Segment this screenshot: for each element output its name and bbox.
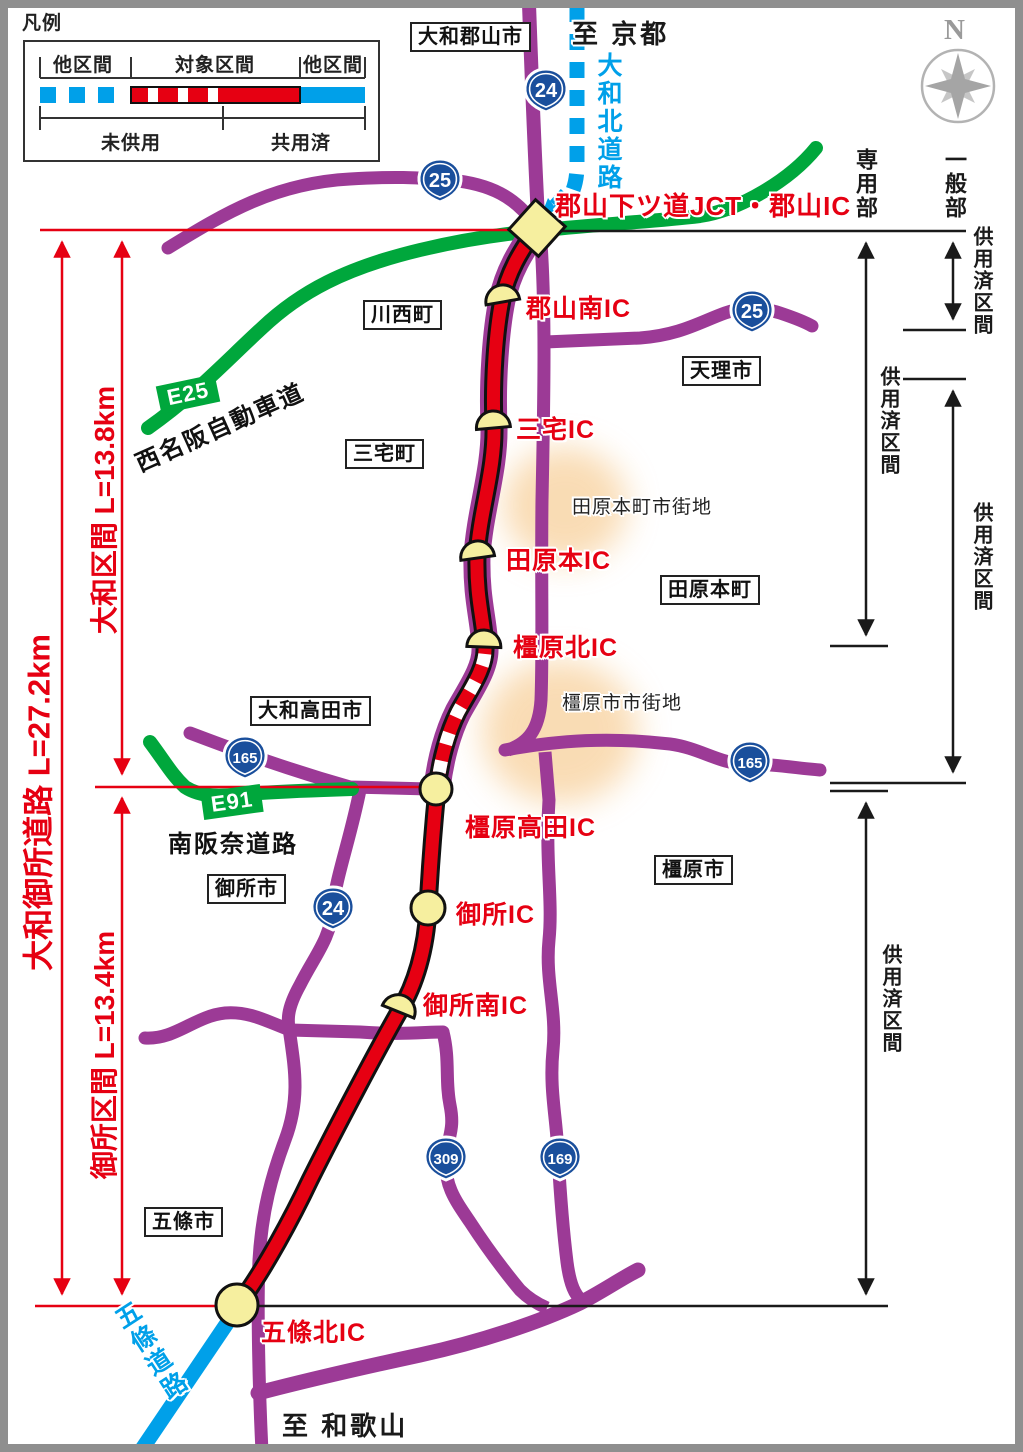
- ic-marker-tawaramoto: [459, 539, 497, 563]
- ic-label-koriyama-jct: 郡山下ツ道JCT・郡山IC: [555, 191, 852, 221]
- ic-label-kashihara-kita: 橿原北IC: [513, 634, 619, 662]
- legend-section-target: 対象区間: [175, 55, 256, 76]
- route-shields: 24 25 25 165 165 24 309 169: [222, 67, 775, 1182]
- legend-status-unopened: 未供用: [101, 133, 162, 154]
- legend-status-opened: 共用済: [271, 133, 332, 154]
- shield-169-number: 169: [547, 1151, 572, 1168]
- measure-gose: 御所区間 L=13.4km: [89, 930, 120, 1180]
- road-nishimeihan-expressway: [141, 141, 823, 435]
- shield-169: 169: [537, 1135, 583, 1182]
- road-route309: [436, 1030, 550, 1314]
- ic-label-miyake: 三宅IC: [516, 416, 596, 444]
- measure-yamato: 大和区間 L=13.8km: [89, 385, 120, 635]
- shield-165-west: 165: [222, 734, 268, 781]
- road-southeast-diagonal: [250, 1262, 646, 1401]
- shield-309: 309: [423, 1135, 469, 1182]
- shield-24-north: 24: [523, 67, 569, 114]
- urban-label-tawaramoto: 田原本町市街地: [572, 497, 713, 518]
- ic-label-tawaramoto: 田原本IC: [506, 547, 612, 575]
- city-tawaramoto: 田原本町: [660, 575, 760, 605]
- shield-309-number: 309: [433, 1151, 458, 1168]
- urban-blob-tawaramoto: [503, 447, 627, 563]
- legend-section-other-right: 他区間: [303, 55, 364, 76]
- shield-24-south-number: 24: [322, 898, 345, 920]
- road-name-yamato-kita: 大和北道路: [594, 52, 622, 192]
- jct-pointer-arrow-line: [549, 188, 566, 206]
- target-road-open-south: [235, 788, 444, 1305]
- ic-label-gojo-kita: 五條北IC: [261, 1319, 367, 1347]
- red-measurement-lines: [35, 228, 518, 1308]
- city-gose: 御所市: [207, 874, 286, 904]
- legend-graphic: [39, 57, 366, 130]
- frame-bottom: [0, 1444, 1023, 1452]
- legend-bar-opened-other: [301, 87, 365, 103]
- ic-label-kashihara-takada: 橿原高田IC: [465, 814, 597, 842]
- destination-kyoto: 至 京都: [572, 19, 670, 49]
- ic-marker-koriyama-minami: [484, 283, 522, 307]
- kyoyo-senyobu-north: 供用済区間: [877, 366, 899, 476]
- city-kashihara: 橿原市: [654, 855, 733, 885]
- shield-25-east: 25: [729, 288, 775, 335]
- road-route24-parallel: [505, 229, 551, 757]
- ic-label-gose-minami: 御所南IC: [423, 992, 529, 1020]
- legend-section-other-left: 他区間: [53, 55, 114, 76]
- ic-marker-miyake: [474, 409, 512, 432]
- ic-marker-gose-minami: [380, 993, 417, 1020]
- urban-label-kashihara: 橿原市市街地: [562, 693, 683, 714]
- city-kawanishi: 川西町: [363, 300, 442, 330]
- ic-marker-kashihara-takada: [418, 771, 454, 807]
- ic-label-gose: 御所IC: [456, 901, 536, 929]
- ic-marker-gojo-kita: [214, 1282, 260, 1328]
- shield-165-east-number: 165: [737, 755, 762, 772]
- compass-north-label: N: [944, 14, 965, 46]
- legend-bar-unopened-other: [40, 87, 114, 103]
- urban-blob-kashihara: [482, 660, 638, 804]
- road-gojo-blue: [131, 1302, 245, 1452]
- road-route169: [538, 751, 587, 1306]
- city-gojo: 五條市: [144, 1207, 223, 1237]
- ic-label-koriyama-minami: 郡山南IC: [526, 295, 632, 323]
- frame-right: [1015, 0, 1023, 1452]
- column-senyobu: 専用部: [853, 148, 878, 220]
- shield-25-west: 25: [417, 157, 463, 204]
- ic-marker-gose: [409, 889, 447, 927]
- shield-24-south: 24: [310, 885, 356, 932]
- ic-markers: [214, 197, 568, 1328]
- city-miyake: 三宅町: [345, 439, 424, 469]
- kyoyo-ippanbu-north: 供用済区間: [970, 226, 992, 336]
- shield-25-east-number: 25: [741, 301, 763, 323]
- frame-top: [0, 0, 1023, 8]
- road-west-horizontal: [138, 1006, 450, 1045]
- column-ippanbu: 一般部: [942, 148, 967, 220]
- city-yamatotakada: 大和高田市: [250, 696, 371, 726]
- road-route165-east: [498, 733, 827, 777]
- road-route25-west: [161, 170, 540, 255]
- jct-marker-koriyama: [506, 197, 568, 259]
- black-measurement-lines: [258, 229, 966, 1308]
- road-yamato-kita-dashed: [550, 6, 585, 220]
- city-tenri: 天理市: [682, 356, 761, 386]
- minamihanna-name: 南阪奈道路: [168, 831, 298, 858]
- city-yamatokoriyama: 大和郡山市: [410, 22, 531, 52]
- kyoyo-senyobu-south: 供用済区間: [879, 944, 901, 1054]
- shield-25-west-number: 25: [429, 170, 451, 192]
- frame-left: [0, 0, 8, 1452]
- shield-24-north-number: 24: [535, 80, 558, 102]
- destination-wakayama: 至 和歌山: [282, 1411, 409, 1441]
- legend-title: 凡例: [22, 13, 63, 34]
- compass-icon: [920, 48, 996, 124]
- shield-165-west-number: 165: [232, 750, 257, 767]
- shield-165-east: 165: [727, 739, 773, 786]
- ic-marker-kashihara-kita: [465, 628, 503, 650]
- measure-total: 大和御所道路 L=27.2km: [21, 634, 57, 971]
- legend: 他区間 対象区間 他区間 未供用 共用済: [23, 40, 380, 162]
- legend-bar-target-stripes: [148, 88, 218, 102]
- kyoyo-ippanbu-mid: 供用済区間: [970, 502, 992, 612]
